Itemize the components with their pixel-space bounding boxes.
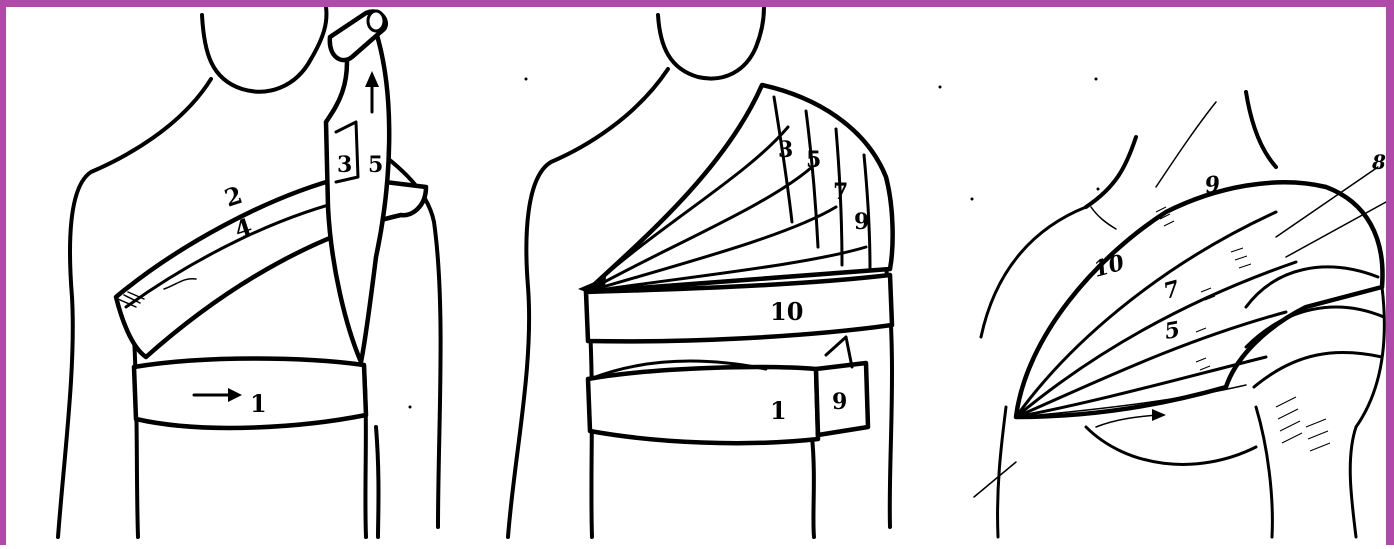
fig3-neck-right (1246, 92, 1276, 167)
fig2-label-7: 7 (833, 179, 848, 205)
fig3-arm-inner (1256, 407, 1272, 537)
fig2-neck-right (756, 7, 764, 47)
figure-1: 1 2 4 3 5 (58, 7, 441, 537)
fig3-leader-bottom (974, 462, 1016, 497)
frame-right-border (1386, 0, 1394, 545)
fig1-label-3: 3 (337, 152, 352, 178)
fig2-neck-left (658, 15, 756, 79)
frame-top-border (0, 0, 1394, 7)
fig3-arm-wrap-3 (1254, 352, 1382, 387)
fig2-left-side (508, 287, 529, 537)
fig3-collar-line (1091, 207, 1116, 229)
fig1-left-side (58, 297, 73, 537)
fig2-patch-line (826, 337, 852, 367)
figure-3: 9 10 7 5 8 (974, 92, 1386, 537)
fig3-label-8: 8 (1371, 150, 1386, 174)
fig2-label-1: 1 (770, 396, 787, 425)
fig3-arm-hatch (1276, 397, 1330, 451)
fig2-label-3: 3 (778, 137, 793, 163)
fig1-neck-left (202, 15, 311, 92)
fig3-neck-left (1086, 137, 1136, 207)
fig2-label-10: 10 (770, 297, 803, 326)
bandage-illustration: 1 2 4 3 5 3 (6, 7, 1386, 545)
fig3-chest-curve (1086, 427, 1256, 464)
fig1-right-body-line (376, 427, 379, 537)
fig2-label-5: 5 (806, 147, 821, 173)
fig1-vertical-band (326, 32, 389, 362)
fig2-label-9b: 9 (832, 389, 847, 415)
fig3-arrowhead (1152, 409, 1166, 421)
fig2-right-arm-inner (812, 437, 814, 537)
fig3-arm-outer (1350, 287, 1384, 537)
fig2-label-9: 9 (854, 209, 869, 235)
fig1-label-1: 1 (250, 389, 267, 418)
fig1-label-2: 2 (221, 180, 246, 213)
fig1-neck-right (311, 7, 326, 59)
bandage-diagram-svg: 1 2 4 3 5 3 (6, 7, 1386, 545)
fig3-label-9: 9 (1203, 171, 1222, 199)
fig3-arrow-body (1096, 415, 1156, 427)
fig1-label-5: 5 (368, 152, 383, 178)
fig1-roll-end (368, 11, 384, 31)
figure-2: 3 5 7 9 10 1 9 (508, 7, 893, 537)
